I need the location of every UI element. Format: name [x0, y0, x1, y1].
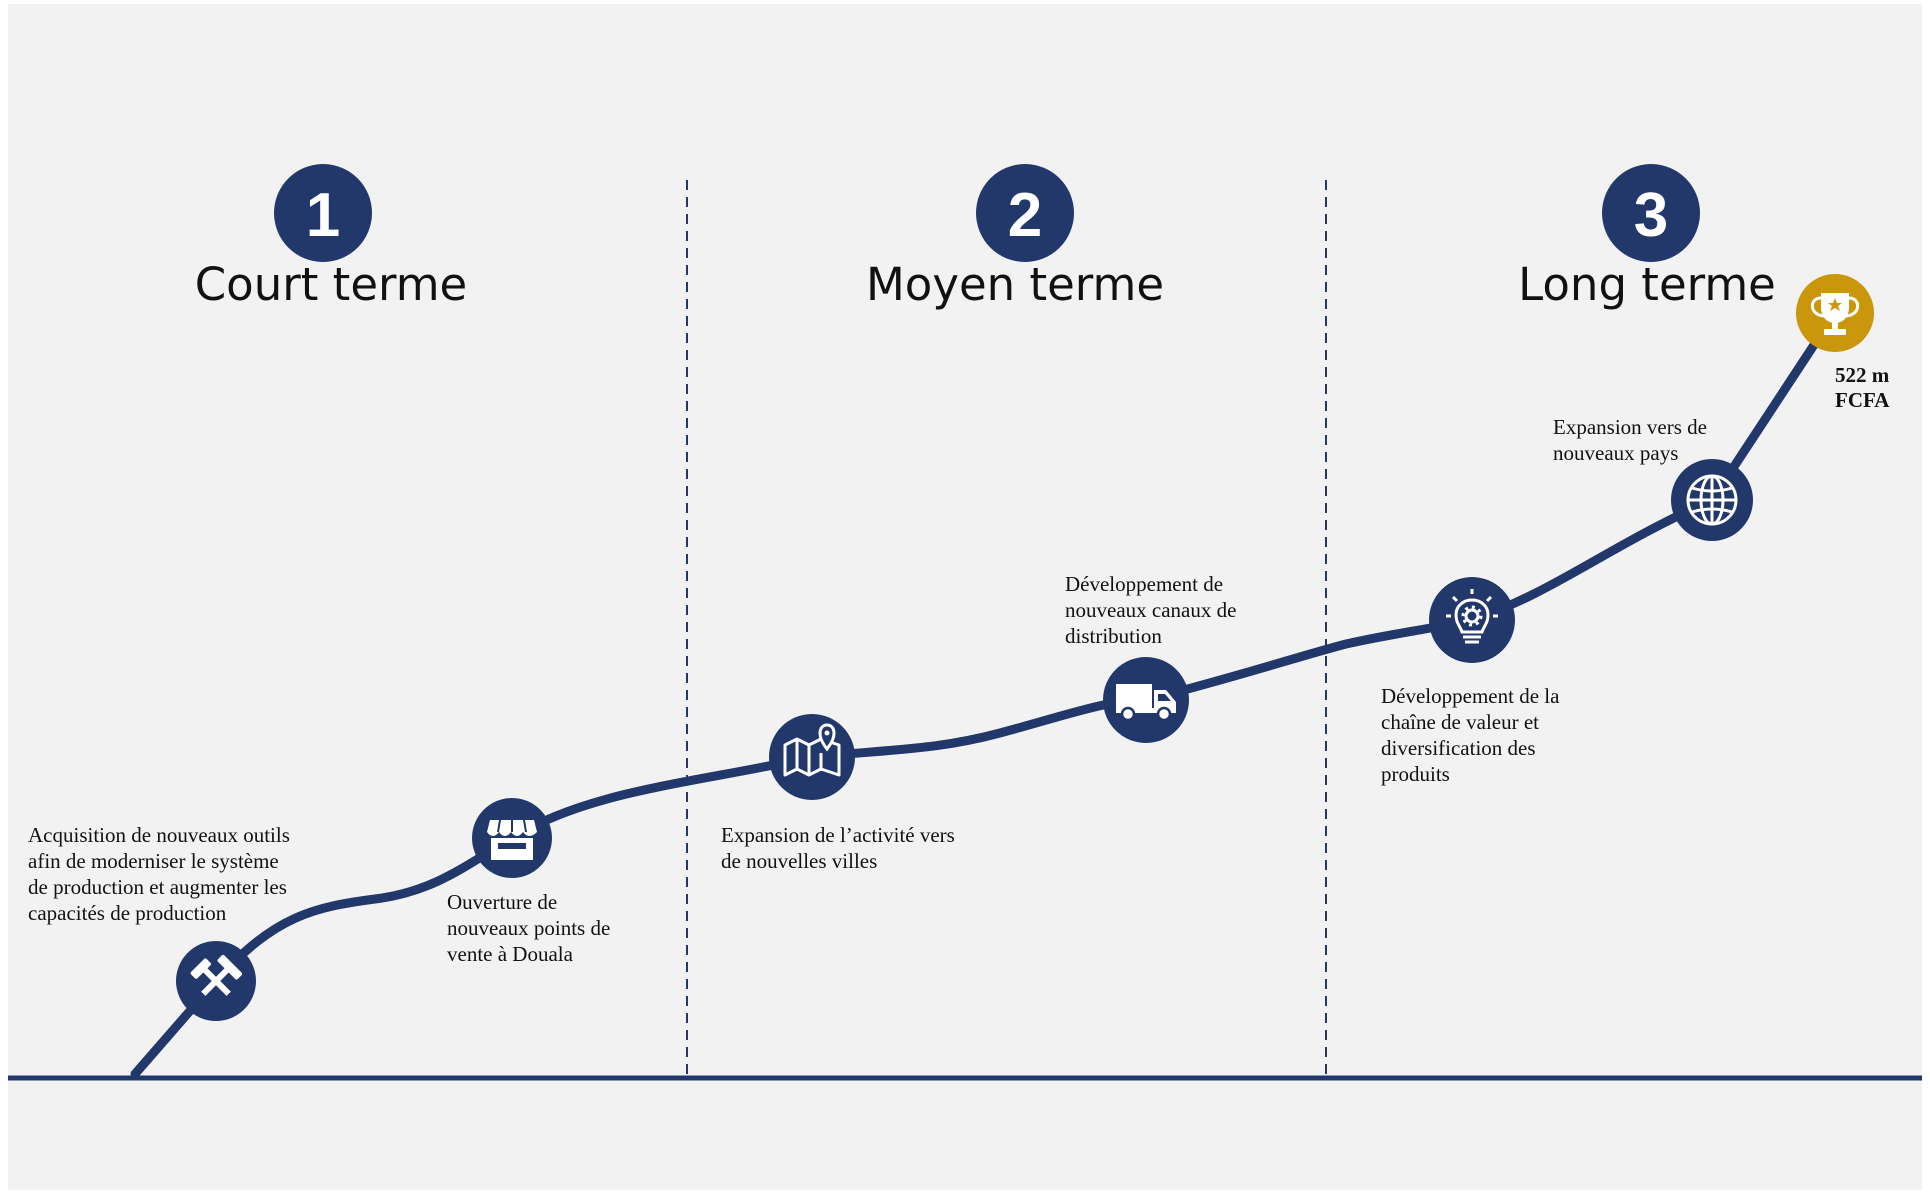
label-line: produits [1381, 762, 1450, 786]
label-line: distribution [1065, 624, 1162, 648]
label-line: vente à Douala [447, 942, 574, 966]
label-line: Expansion de l’activité vers [721, 823, 955, 847]
label-line: Développement de [1065, 572, 1223, 596]
milestone: Ouverture de nouveaux points de vente à … [447, 798, 616, 966]
storefront-icon [487, 819, 537, 860]
label-line: FCFA [1835, 388, 1890, 412]
milestone-label: Acquisition de nouveaux outils afin de m… [28, 823, 295, 925]
milestone-label: Expansion vers de nouveaux pays [1553, 415, 1712, 465]
phase-header: 3 Long terme [1518, 164, 1776, 311]
label-line: de nouvelles villes [721, 849, 877, 873]
milestone-badge [1429, 577, 1515, 663]
label-line: capacités de production [28, 901, 227, 925]
phase-title: Moyen terme [866, 258, 1164, 311]
phase-number: 1 [306, 181, 340, 250]
lightbulb-gear-icon [1446, 589, 1498, 644]
label-line: nouveaux canaux de [1065, 598, 1236, 622]
phase-header: 1 Court terme [195, 164, 467, 311]
label-line: Expansion vers de [1553, 415, 1707, 439]
milestone-label: Développement de la chaîne de valeur et … [1381, 684, 1565, 786]
milestone-label: Expansion de l’activité vers de nouvelle… [721, 823, 960, 873]
delivery-truck-icon [1116, 684, 1176, 722]
hammer-pick-icon [190, 954, 243, 996]
milestone: Développement de nouveaux canaux de dist… [1065, 572, 1242, 743]
globe-icon [1686, 474, 1738, 526]
map-pin-icon [783, 723, 841, 777]
phase-header: 2 Moyen terme [866, 164, 1164, 311]
label-line: chaîne de valeur et [1381, 710, 1539, 734]
label-line: 522 m [1835, 363, 1890, 387]
milestone: Expansion de l’activité vers de nouvelle… [721, 714, 960, 873]
label-line: nouveaux points de [447, 916, 610, 940]
phase-number-badge [976, 164, 1074, 262]
label-line: afin de moderniser le système [28, 849, 279, 873]
milestone: Expansion vers de nouveaux pays [1553, 415, 1753, 541]
label-line: Acquisition de nouveaux outils [28, 823, 290, 847]
phase-title: Court terme [195, 258, 467, 311]
label-line: de production et augmenter les [28, 875, 287, 899]
label-line: Développement de la [1381, 684, 1560, 708]
label-line: diversification des [1381, 736, 1536, 760]
trophy-icon [1810, 293, 1860, 335]
milestone-badge [769, 714, 855, 800]
goal: 522 m FCFA [1796, 274, 1895, 412]
label-line: Ouverture de [447, 890, 557, 914]
phase-title: Long terme [1518, 258, 1776, 311]
phase-number-badge [274, 164, 372, 262]
label-line: nouveaux pays [1553, 441, 1678, 465]
milestone: Acquisition de nouveaux outils afin de m… [28, 823, 295, 1021]
phase-number-badge [1602, 164, 1700, 262]
phase-number: 3 [1634, 181, 1668, 250]
phase-number: 2 [1008, 181, 1042, 250]
milestone-label: Développement de nouveaux canaux de dist… [1065, 572, 1242, 648]
milestone: Développement de la chaîne de valeur et … [1381, 577, 1565, 786]
milestone-label: Ouverture de nouveaux points de vente à … [447, 890, 616, 966]
goal-label: 522 m FCFA [1835, 363, 1895, 412]
